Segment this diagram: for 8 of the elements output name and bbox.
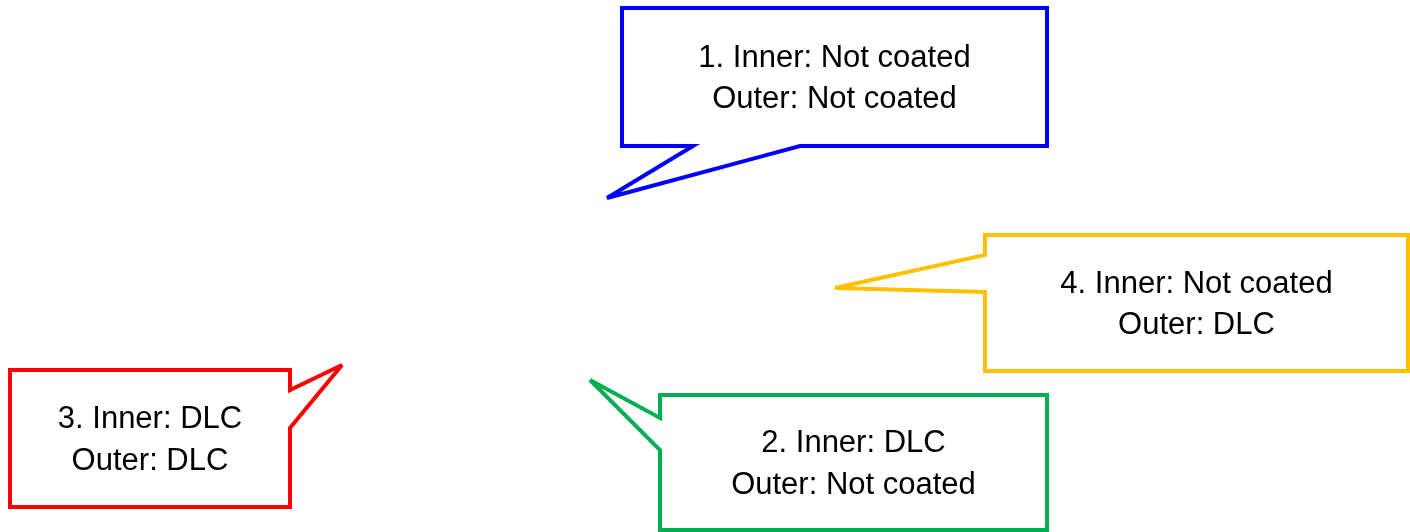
callout-text: Outer: DLC xyxy=(71,440,229,478)
callout-text: 2. Inner: DLC xyxy=(761,423,946,461)
callout-text: 3. Inner: DLC xyxy=(57,399,243,437)
callout-text: Outer: DLC xyxy=(1118,305,1275,343)
callout-text: 1. Inner: Not coated xyxy=(698,37,971,75)
callout-text: Outer: Not coated xyxy=(712,79,957,117)
callout-text: Outer: Not coated xyxy=(731,464,976,502)
callout-text: 4. Inner: Not coated xyxy=(1060,263,1333,301)
